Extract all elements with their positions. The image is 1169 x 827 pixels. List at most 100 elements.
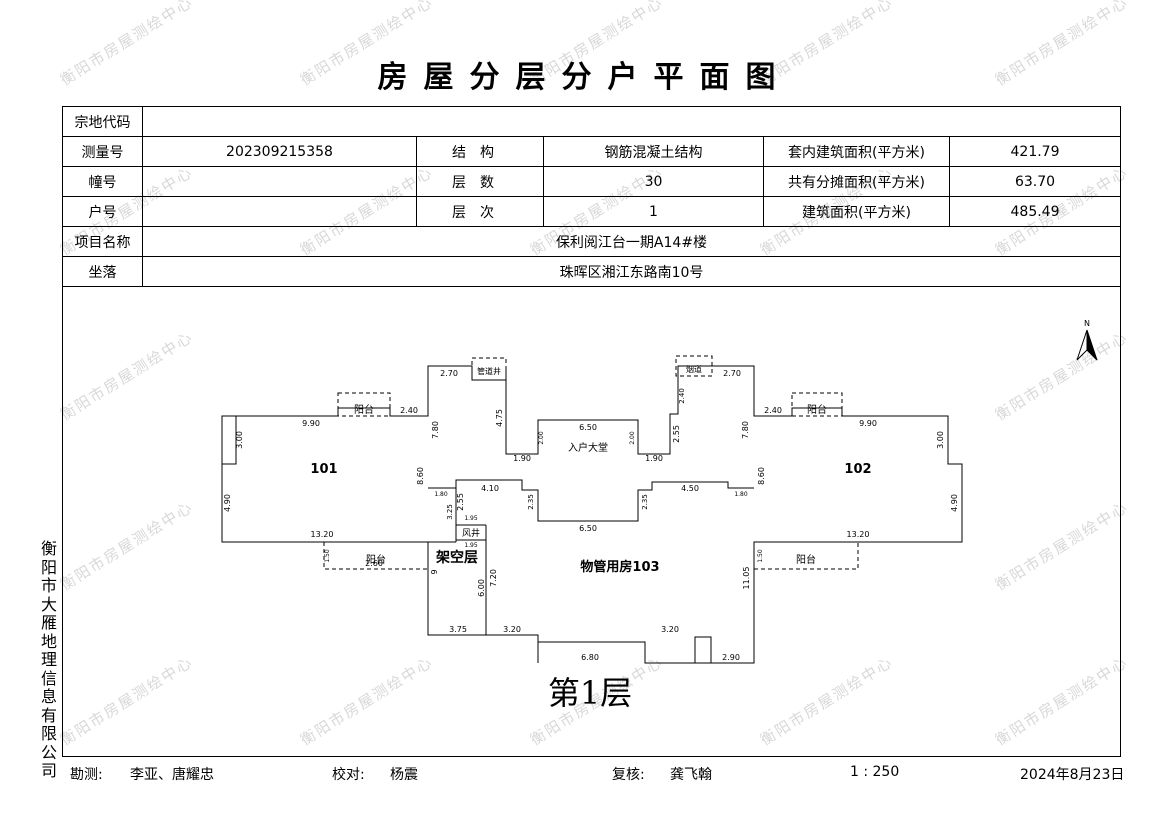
room-label-balcony: 阳台	[366, 553, 386, 566]
room-label-102: 102	[844, 462, 871, 477]
building-no-value	[142, 166, 417, 197]
shared-area-label: 共有分摊面积(平方米)	[763, 166, 950, 197]
dimension-label: 1.80	[434, 491, 448, 498]
structure-label: 结构	[416, 136, 544, 167]
survey-names: 李亚、唐耀忠	[130, 767, 214, 783]
dimension-label: 6.00	[477, 579, 486, 597]
balcony-outline	[754, 542, 859, 570]
floors-value: 30	[543, 166, 764, 197]
project-value: 保利阅江台一期A14#楼	[142, 226, 1121, 257]
inner-area-label: 套内建筑面积(平方米)	[763, 136, 950, 167]
shaft-outline	[221, 415, 237, 465]
table-row: 幢号 层数 30 共有分摊面积(平方米) 63.70	[62, 166, 1121, 197]
dimension-label: 9.90	[302, 419, 320, 428]
room-label-103: 物管用房103	[580, 559, 659, 575]
shaft-outline	[694, 636, 712, 664]
dimension-label: 11.05	[742, 567, 751, 590]
dimension-label: 1.95	[464, 542, 478, 549]
dimension-label: 13.20	[311, 530, 334, 539]
dimension-label: 1.90	[513, 454, 531, 463]
date: 2024年8月23日	[1020, 767, 1125, 783]
north-arrow-icon: N	[1076, 319, 1098, 361]
dimension-label: 2.70	[440, 369, 458, 378]
dimension-label: 2.40	[400, 406, 418, 415]
dimension-label: 13.20	[847, 530, 870, 539]
dimension-label: 2.35	[527, 494, 535, 510]
dimension-label: 4.10	[481, 484, 499, 493]
room-label-pipe-shaft: 管道井	[477, 366, 501, 376]
floor-label: 第1层	[548, 674, 632, 712]
dimension-label: 2.55	[672, 425, 681, 443]
core-outline	[428, 479, 754, 522]
dimension-label: 7.20	[489, 569, 498, 587]
dimension-label: 2.70	[723, 369, 741, 378]
dimension-label: 1.50	[324, 549, 331, 563]
room-label-flue: 烟道	[686, 364, 702, 374]
company-name: 衡阳市大雁地理信息有限公司	[40, 539, 57, 780]
dimension-label: 2.40	[764, 406, 782, 415]
dimension-label: 6.50	[579, 423, 597, 432]
scale: 1 : 250	[850, 764, 900, 780]
page-title: 房屋分层分户平面图	[377, 60, 792, 95]
structure-value: 钢筋混凝土结构	[543, 136, 764, 167]
room-label-wind-shaft: 风井	[462, 527, 480, 539]
dimension-label: 4.90	[223, 494, 232, 512]
dimension-label: 3.00	[235, 431, 244, 449]
location-value: 珠晖区湘江东路南10号	[142, 256, 1121, 287]
floor-level-value: 1	[543, 196, 764, 227]
floors-label: 层数	[416, 166, 544, 197]
building-area-value: 485.49	[949, 196, 1121, 227]
parcel-code-label: 宗地代码	[62, 106, 143, 137]
unit-no-value	[142, 196, 417, 227]
dimension-label: 7.80	[431, 421, 440, 439]
dimension-label: 2.60	[365, 559, 383, 568]
review-name: 龚飞翰	[670, 767, 712, 783]
floor-level-label: 层次	[416, 196, 544, 227]
survey-no-value: 202309215358	[142, 136, 417, 167]
balcony-outline	[337, 392, 391, 417]
project-label: 项目名称	[62, 226, 143, 257]
dimension-label: 1.95	[464, 515, 478, 522]
room-label-balcony: 阳台	[796, 553, 816, 566]
dimension-label: 6.80	[581, 653, 599, 662]
survey-label: 勘测:	[70, 767, 103, 783]
dimension-label: 9.90	[859, 419, 877, 428]
check-label: 校对:	[332, 767, 365, 783]
north-label: N	[1084, 319, 1090, 328]
dimension-label: 3.20	[661, 625, 679, 634]
room-label-stilt: 架空层	[435, 549, 478, 566]
table-row: 项目名称 保利阅江台一期A14#楼	[62, 226, 1121, 257]
building-no-label: 幢号	[62, 166, 143, 197]
balcony-outline	[791, 392, 843, 417]
flue-outline	[675, 355, 713, 377]
building-outline	[221, 365, 963, 664]
dimension-label: 4.90	[950, 494, 959, 512]
dimension-label: 1.80	[734, 491, 748, 498]
dimension-label: 2.55	[456, 493, 465, 511]
room-label-lobby: 入户大堂	[568, 441, 608, 454]
review-label: 复核:	[612, 767, 645, 783]
dimension-label: 4.50	[681, 484, 699, 493]
property-info-table: 宗地代码 测量号 202309215358 结构 钢筋混凝土结构 套内建筑面积(…	[62, 106, 1121, 287]
dimension-label: 8.60	[757, 467, 766, 485]
balcony-outline	[323, 542, 428, 570]
dimension-label: 2.00	[538, 431, 545, 445]
table-row: 测量号 202309215358 结构 钢筋混凝土结构 套内建筑面积(平方米) …	[62, 136, 1121, 167]
unit-no-label: 户号	[62, 196, 143, 227]
dimension-label: 7.80	[741, 421, 750, 439]
location-label: 坐落	[62, 256, 143, 287]
table-row: 坐落 珠晖区湘江东路南10号	[62, 256, 1121, 287]
room-label-101: 101	[310, 462, 337, 477]
dimension-label: 3.20	[503, 625, 521, 634]
dimension-label: 1.50	[757, 549, 764, 563]
dimension-label: 2.00	[629, 431, 636, 445]
dimension-label: 2.35	[641, 494, 649, 510]
room-label-balcony: 阳台	[807, 403, 827, 416]
dimension-label: 4.75	[495, 409, 504, 427]
pipe-shaft-outline	[471, 357, 507, 381]
room-label-balcony: 阳台	[354, 403, 374, 416]
dimension-label: 3.25	[446, 504, 454, 520]
table-row: 户号 层次 1 建筑面积(平方米) 485.49	[62, 196, 1121, 227]
shared-area-value: 63.70	[949, 166, 1121, 197]
dimension-label: 3.75	[449, 625, 467, 634]
